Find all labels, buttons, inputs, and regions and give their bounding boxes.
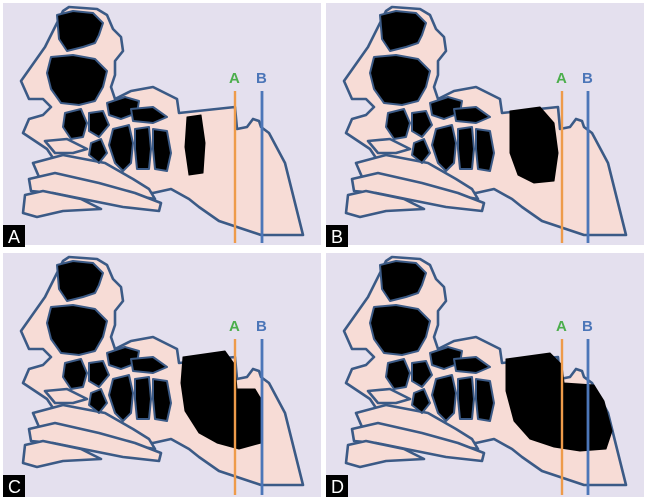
line-a-label: A [229,318,240,335]
panel-b: A B B [326,3,644,247]
line-b-label: B [256,318,267,335]
line-b-label: B [582,318,593,335]
line-a-label: A [556,318,567,335]
panel-tag: D [331,477,344,497]
panel-a: A B A [3,3,321,247]
line-a-label: A [229,70,240,87]
line-b-label: B [256,70,267,87]
line-b-label: B [582,70,593,87]
panel-tag: B [331,227,343,247]
line-a-label: A [556,70,567,87]
panel-tag: C [8,477,21,497]
sphenoid-sinus-conchal [185,115,205,175]
panel-tag: A [8,227,20,247]
panel-d: A B D [326,253,644,497]
panel-c: A B C [3,253,321,497]
